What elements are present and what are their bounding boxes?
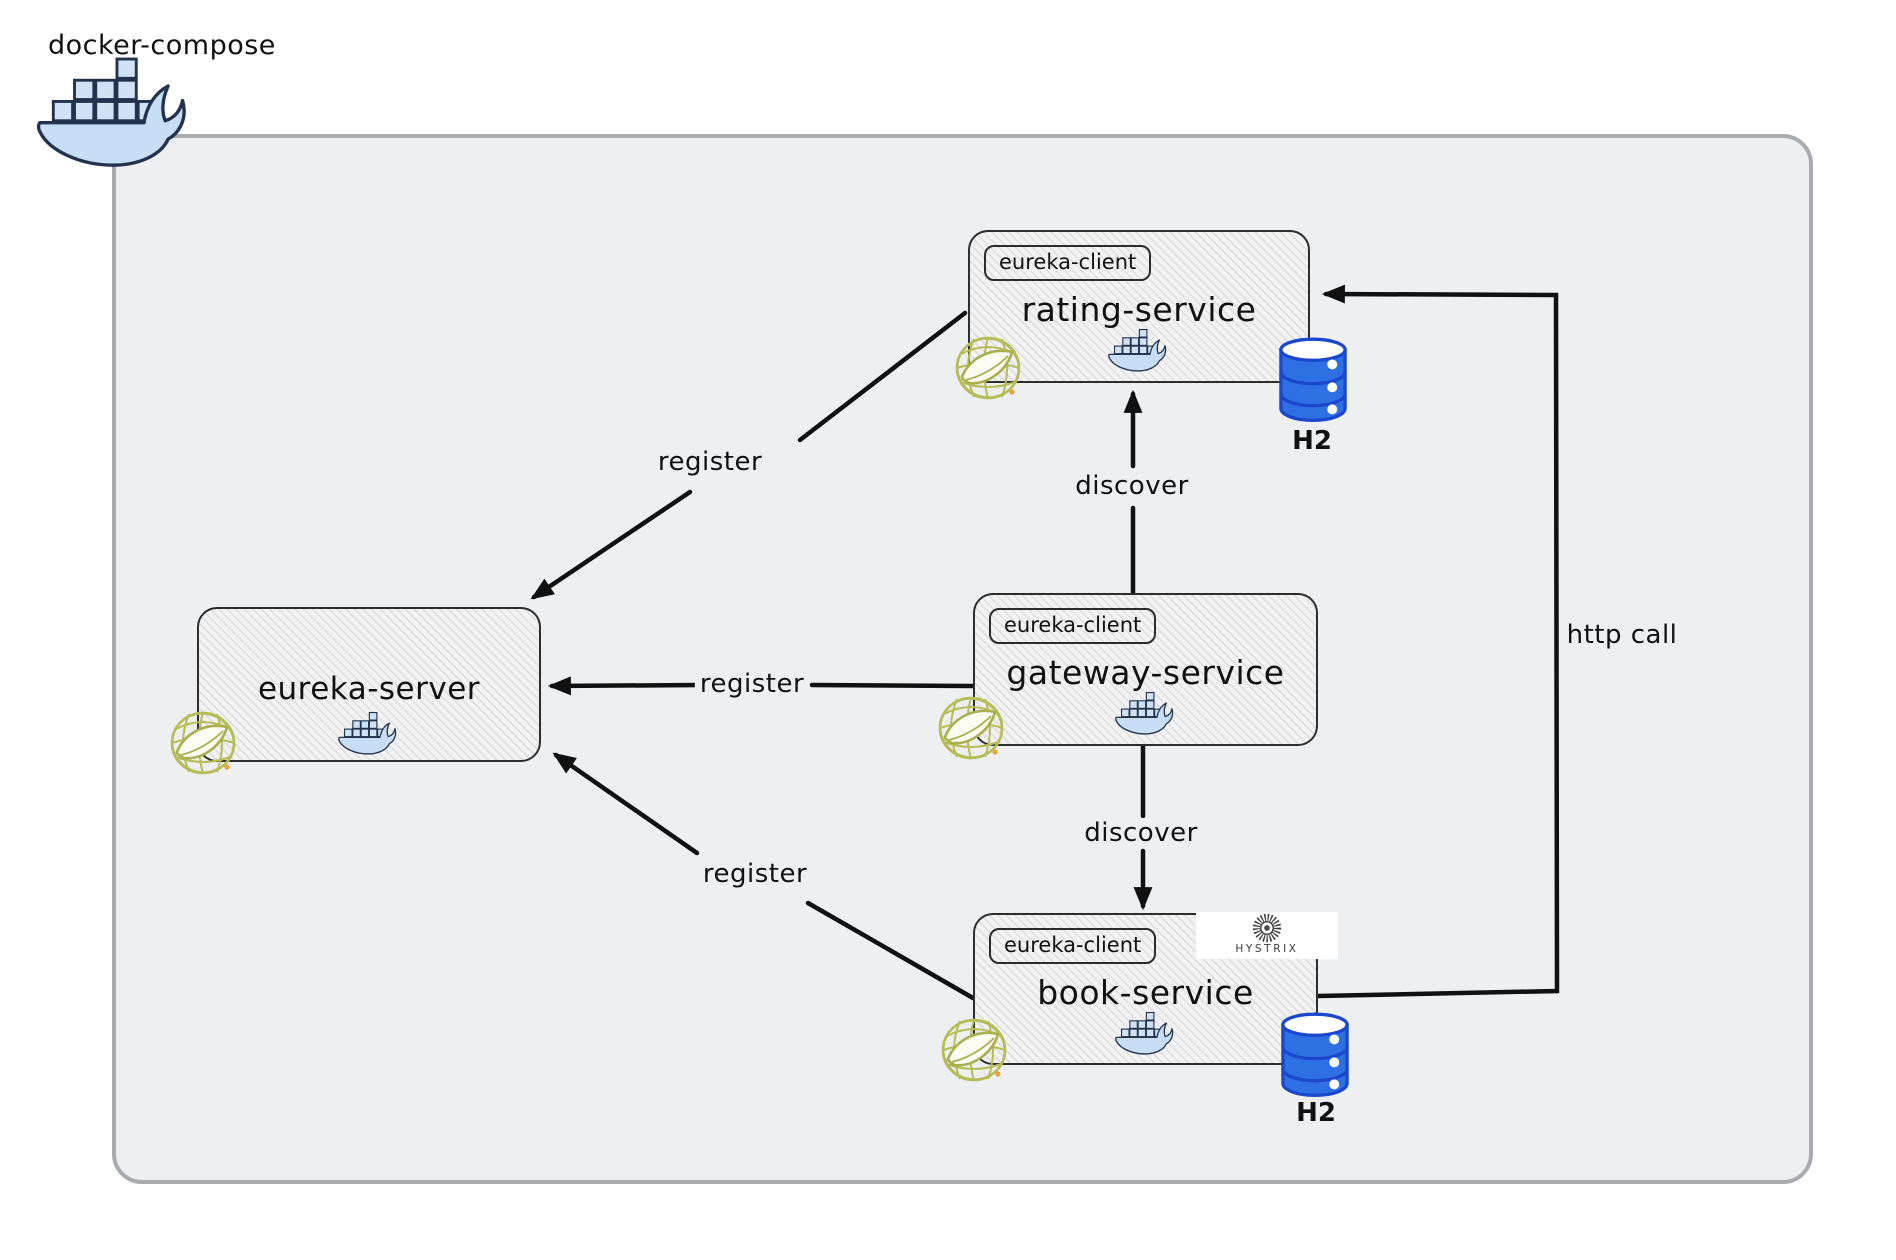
edge-label-register: register [652, 447, 768, 477]
docker-whale-icon [1108, 328, 1167, 372]
node-gateway-service: eureka-client gateway-service [973, 593, 1318, 746]
edge-http-call [1315, 284, 1560, 999]
docker-whale-icon [1114, 691, 1173, 735]
edge-register-gateway-b [547, 676, 703, 696]
docker-compose-label: docker-compose [48, 30, 276, 61]
eureka-client-badge: eureka-client [989, 608, 1157, 644]
h2-database-label: H2 [1296, 1098, 1336, 1128]
hystrix-porcupine-icon [1252, 913, 1282, 943]
eureka-client-badge: eureka-client [989, 928, 1157, 964]
spring-leaf-icon [935, 692, 1007, 764]
edge-register-rating-a [797, 310, 968, 443]
gateway-service-title: gateway-service [1006, 653, 1285, 692]
spring-leaf-icon [952, 332, 1024, 404]
docker-whale-icon [1114, 1011, 1173, 1055]
edge-label-discover: discover [1079, 818, 1203, 848]
spring-leaf-icon [167, 707, 239, 779]
edge-register-gateway-a [809, 682, 976, 689]
eureka-client-badge: eureka-client [984, 245, 1152, 281]
edge-label-register: register [694, 669, 810, 699]
edge-label-discover: discover [1070, 471, 1194, 501]
node-eureka-server: eureka-server [197, 607, 541, 762]
hystrix-badge: HYSTRIX [1196, 912, 1338, 959]
docker-whale-icon [36, 57, 186, 167]
eureka-server-title: eureka-server [257, 671, 481, 707]
hystrix-label: HYSTRIX [1235, 943, 1299, 955]
spring-leaf-icon [938, 1014, 1010, 1086]
rating-service-title: rating-service [1021, 290, 1257, 329]
edge-register-book-b [552, 752, 700, 856]
edge-register-book-a [805, 900, 976, 1001]
docker-whale-icon [338, 711, 397, 755]
edge-label-register: register [697, 859, 813, 889]
node-rating-service: eureka-client rating-service [968, 230, 1310, 383]
h2-database-icon [1279, 337, 1347, 422]
h2-database-label: H2 [1292, 426, 1332, 456]
h2-database-icon [1281, 1012, 1349, 1097]
edge-register-rating-b [530, 489, 693, 600]
edge-label-http-call: http call [1566, 620, 1678, 650]
book-service-title: book-service [1037, 973, 1254, 1012]
